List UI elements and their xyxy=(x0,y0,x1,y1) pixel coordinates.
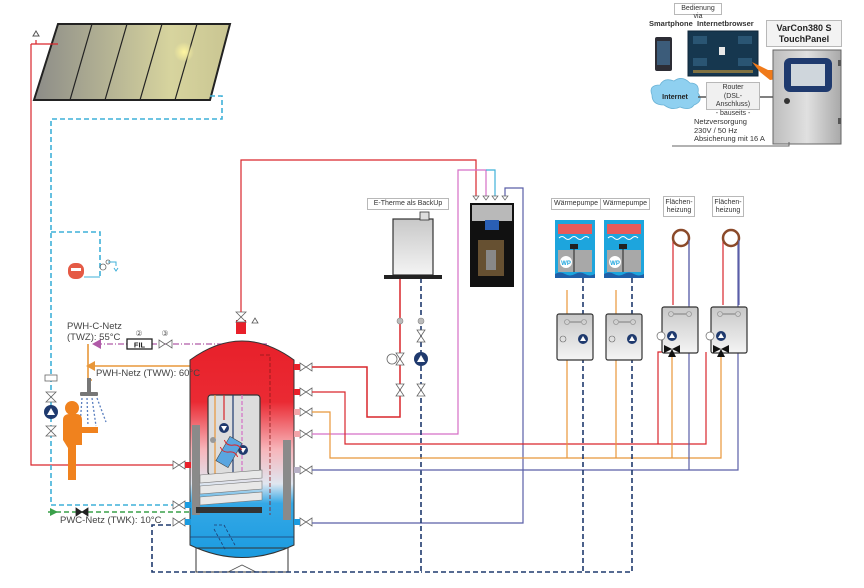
power-line xyxy=(672,142,790,147)
floor-heating-coil-1 xyxy=(671,228,691,305)
floor-heating1-label: Flächen- heizung xyxy=(663,196,695,217)
magenta-pipe xyxy=(312,169,487,435)
circulation-network-label: PWH-C-Netz (TWZ): 55°C xyxy=(67,321,122,343)
panel-title: VarCon380 S TouchPanel xyxy=(766,20,842,47)
filter-label: FIL xyxy=(134,341,146,350)
floor-heating-coil-2 xyxy=(721,228,741,305)
air-vent-icon xyxy=(32,30,40,37)
cold-water-arrow-icon xyxy=(50,508,58,516)
browser-label: Internetbrowser xyxy=(697,19,754,28)
mixing-station-2 xyxy=(705,306,748,357)
return-from-module-pipe xyxy=(312,187,524,524)
operation-via-label: Bedienung via xyxy=(674,3,722,20)
smartphone-label: Smartphone xyxy=(649,19,693,28)
etherme-label: E-Therme als BackUp xyxy=(367,198,449,210)
etherme-return-pipe xyxy=(151,278,422,573)
circulation-pipe xyxy=(96,343,269,360)
check-valve-icon xyxy=(158,339,173,349)
hot-water-network-label: PWH-Netz (TWW): 60°C xyxy=(96,368,201,379)
etherme-flow-pipe xyxy=(312,278,401,418)
power-line1: Netzversorgung xyxy=(694,117,747,126)
router-line1: Router xyxy=(722,84,744,91)
solar-return-pipe xyxy=(50,95,223,506)
heatpump1-label: Wärmepumpe xyxy=(551,198,601,210)
buffer-storage-tank xyxy=(189,311,295,573)
hot-flow-distribution-pipe xyxy=(312,352,707,445)
solar-pump-group xyxy=(44,374,58,437)
smartphone-icon xyxy=(655,37,672,71)
floor-heating2-line1: Flächen- xyxy=(714,199,742,206)
circulation-line2: (TWZ): 55°C xyxy=(67,332,121,343)
panel-title-line2: TouchPanel xyxy=(778,34,830,44)
touch-panel-cabinet xyxy=(772,49,842,145)
power-supply-label: Netzversorgung 230V / 50 Hz Absicherung … xyxy=(694,117,765,144)
heatpump-station-2 xyxy=(605,313,643,361)
solar-collector xyxy=(32,23,232,101)
router-line3: - bauseits - xyxy=(715,109,751,117)
hydraulic-module xyxy=(470,195,514,287)
internet-label: Internet xyxy=(662,94,688,101)
power-line2: 230V / 50 Hz xyxy=(694,125,738,135)
floor-heating2-line2: heizung xyxy=(715,207,741,214)
cyan-pipe xyxy=(486,169,496,200)
person-icon xyxy=(63,401,98,480)
panel-title-line1: VarCon380 S xyxy=(776,23,832,33)
heatpump1-badge: WP xyxy=(561,261,571,267)
floor-heating1-line2: heizung xyxy=(666,207,692,214)
mixing-station-1 xyxy=(656,306,699,357)
cold-water-network-label: PWC-Netz (TWK): 10°C xyxy=(60,515,162,526)
circulation-arrow-icon xyxy=(92,339,101,349)
floor-heating2-label: Flächen- heizung xyxy=(712,196,744,217)
tank-connection-valves xyxy=(172,362,313,527)
marker-3: ③ xyxy=(161,329,168,338)
orange-distribution-pipe xyxy=(312,352,722,459)
etherme-valves xyxy=(386,317,428,397)
floor-heating1-line1: Flächen- xyxy=(665,199,693,206)
floor-heating-flow-pipes xyxy=(672,240,724,305)
power-line3: Absicherung mit 16 A xyxy=(694,134,765,143)
heat-pump-2 xyxy=(604,220,644,278)
flow-to-module-pipe xyxy=(240,159,477,312)
hot-flow-branch-1-pipe xyxy=(657,351,668,444)
circulation-line1: PWH-C-Netz xyxy=(67,321,122,332)
heat-pump-1 xyxy=(555,220,595,278)
solar-flow-pipe xyxy=(30,40,176,466)
filter-box xyxy=(126,338,153,350)
hot-water-arrow-icon xyxy=(86,361,95,371)
marker-2: ② xyxy=(135,329,142,338)
heatpump2-label: Wärmepumpe xyxy=(600,198,650,210)
internet-cloud-icon xyxy=(650,78,701,109)
cold-check-valve-icon xyxy=(75,507,89,517)
expansion-vessel-icon xyxy=(68,259,119,279)
heatpump-return-pipe xyxy=(421,278,633,573)
shower-icon xyxy=(79,378,107,427)
router-line2: (DSL-Anschluss) xyxy=(715,92,751,109)
heatpump-station-1 xyxy=(556,313,594,361)
e-therme-unit xyxy=(384,211,442,279)
browser-screen-icon xyxy=(687,30,759,77)
heatpump2-badge: WP xyxy=(610,261,620,267)
router-box: Router (DSL-Anschluss) - bauseits - xyxy=(706,82,760,117)
expansion-branch-pipe xyxy=(51,231,101,278)
